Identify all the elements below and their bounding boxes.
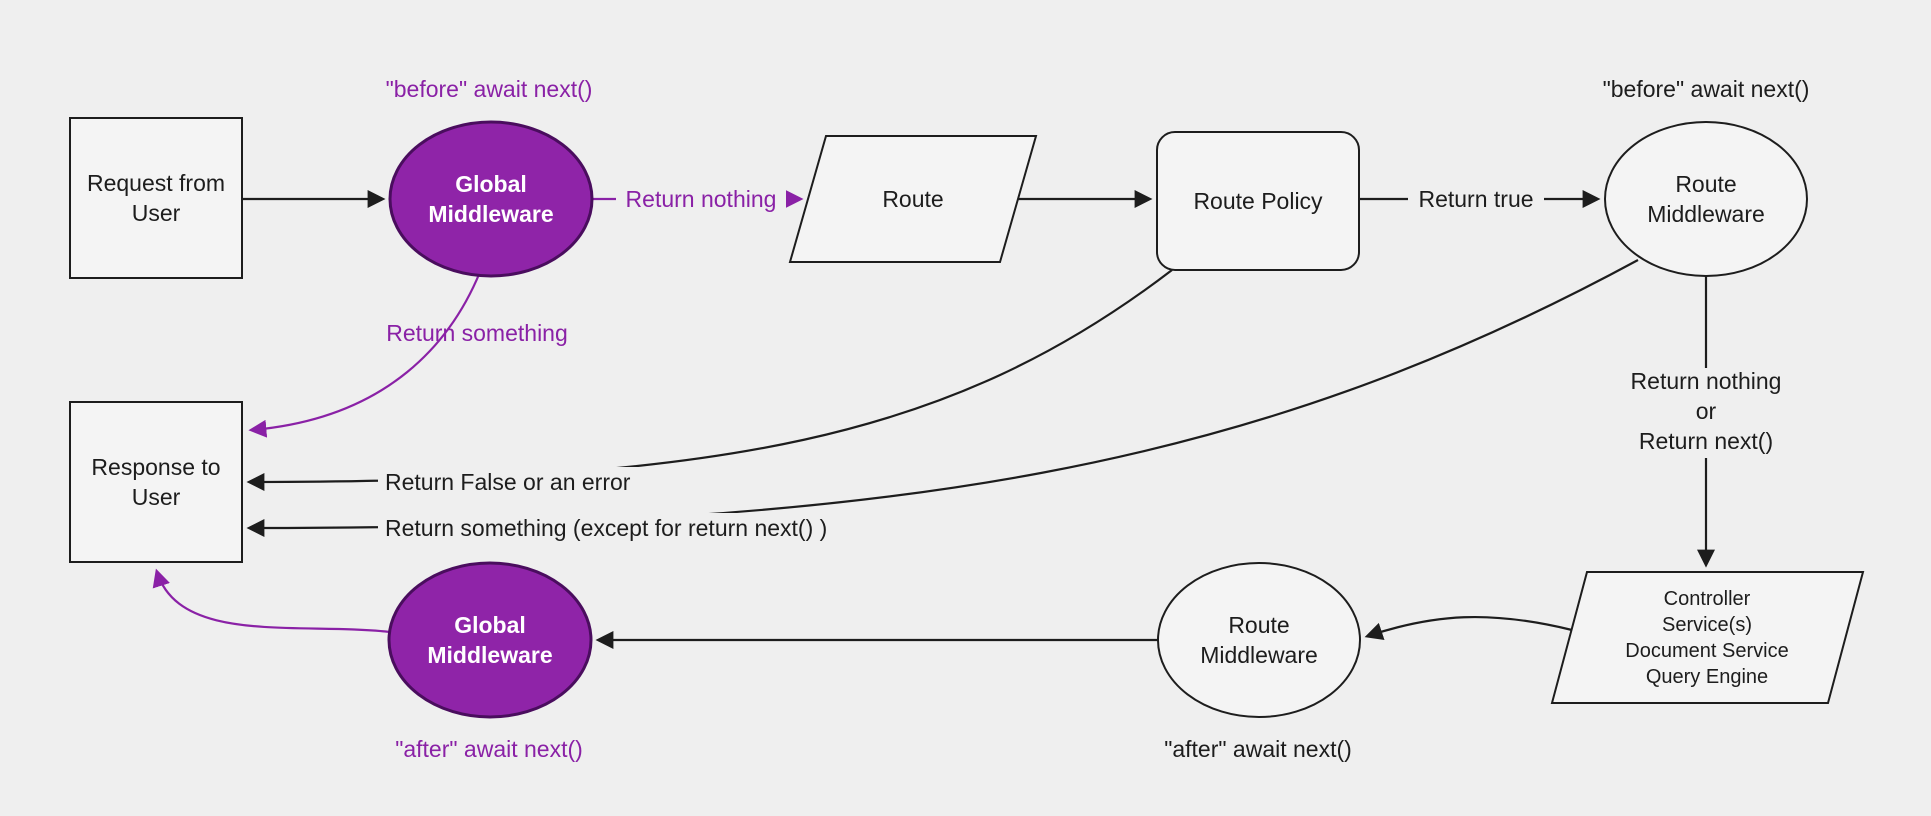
response-to-user-line1: Response to [91,454,220,480]
node-global-middleware-top: Global Middleware [388,120,594,278]
label-bg-return-nothing-line3 [1628,428,1784,458]
node-global-middleware-bottom: Global Middleware [387,561,593,719]
request-from-user-box [69,117,243,279]
request-from-user-line1: Request from [87,170,225,196]
global-middleware-bottom-line1: Global [454,612,526,638]
annotation-before-await-next-global: "before" await next() [386,76,593,102]
global-middleware-bottom-line2: Middleware [427,642,552,668]
controller-line2: Service(s) [1662,614,1752,636]
node-route-middleware-bottom: Route Middleware [1157,562,1361,718]
annotation-after-await-next-route-middleware: "after" await next() [1164,736,1352,762]
node-route: Route [788,135,1038,263]
route-middleware-bottom-line1: Route [1228,612,1289,638]
annotation-after-await-next-global: "after" await next() [395,736,583,762]
label-bg-return-false-or-error [378,467,663,497]
edge-label-return-nothing-line1: Return nothing [1631,368,1782,394]
edge-label-return-something: Return something [386,320,568,346]
edge-controller-to-route-middleware-bottom [1364,615,1573,640]
controller-parallelogram [1550,571,1865,704]
global-middleware-top-line2: Middleware [428,201,553,227]
response-to-user-box [69,401,243,563]
label-bg-return-nothing [616,184,786,214]
route-middleware-top-ellipse [1604,121,1808,277]
edge-label-return-nothing-line2: or [1696,398,1717,424]
route-middleware-bottom-ellipse [1157,562,1361,718]
global-middleware-bottom-ellipse [387,561,593,719]
edge-label-return-nothing: Return nothing [626,186,777,212]
route-middleware-top-line1: Route [1675,171,1736,197]
request-from-user-line2: User [132,200,181,226]
node-response-to-user: Response to User [69,401,243,563]
node-controller-services: Controller Service(s) Document Service Q… [1550,571,1865,704]
label-bg-return-nothing-line2 [1684,398,1728,428]
label-bg-return-nothing-line1 [1618,368,1794,398]
edge-global-middleware-bottom-to-response [152,568,391,634]
label-bg-return-something-except [378,513,873,543]
node-route-middleware-top: Route Middleware [1604,121,1808,277]
node-route-policy: Route Policy [1156,131,1360,271]
route-parallelogram [788,135,1038,263]
controller-line1: Controller [1664,588,1751,610]
edge-label-return-nothing-line3: Return next() [1639,428,1773,454]
route-policy-label: Route Policy [1193,188,1323,214]
node-request-from-user: Request from User [69,117,243,279]
label-bg-return-true [1408,184,1544,214]
edge-label-return-false-or-error: Return False or an error [385,469,631,495]
route-label: Route [882,186,943,212]
response-to-user-line2: User [132,484,181,510]
route-policy-box [1156,131,1360,271]
annotation-before-await-next-route-middleware: "before" await next() [1603,76,1810,102]
edge-label-return-true: Return true [1418,186,1533,212]
controller-line3: Document Service [1625,640,1788,662]
route-middleware-top-line2: Middleware [1647,201,1765,227]
global-middleware-top-ellipse [388,120,594,278]
controller-line4: Query Engine [1646,666,1768,688]
global-middleware-top-line1: Global [455,171,527,197]
edge-route-policy-to-response [246,269,1173,491]
edge-global-middleware-to-response [248,271,482,438]
edge-label-return-something-except: Return something (except for return next… [385,515,827,541]
route-middleware-bottom-line2: Middleware [1200,642,1318,668]
